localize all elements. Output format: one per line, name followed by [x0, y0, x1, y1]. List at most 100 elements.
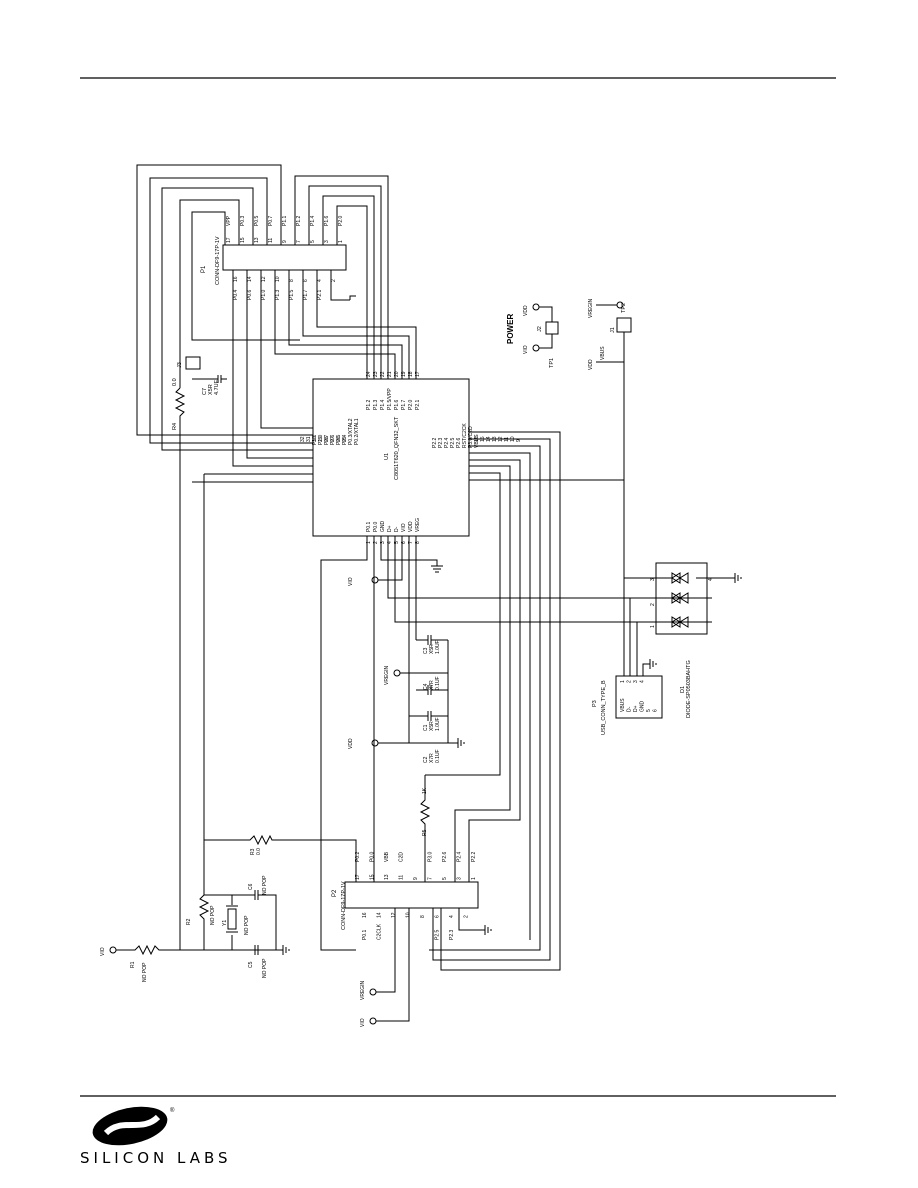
p1-pin-signal: P1.3	[275, 289, 281, 300]
p3-pin-signal: VBUS	[620, 698, 626, 712]
power-section: POWER J2 VDD VIO TP1	[506, 303, 559, 368]
c7-type: X5R	[208, 384, 214, 395]
connector-p1: 17VPP15P0.313P0.511P0.79P1.17P1.25P1.43P…	[201, 215, 347, 300]
c4-ref: C4	[423, 683, 429, 690]
p1-pin-number: 15	[240, 237, 246, 243]
j1-vregin-label: VREGIN	[588, 298, 594, 318]
p2-pin-number: 11	[399, 875, 405, 880]
p1-pin-signal: P2.1	[317, 289, 323, 300]
p1-pin-number: 6	[303, 279, 309, 282]
u1-pin-signal: P2.0	[408, 399, 414, 410]
u1-pin-signal: P0.3/XTAL2	[348, 418, 354, 445]
u1-pin-number: 20	[394, 371, 400, 377]
p1-pin-number: 13	[254, 237, 260, 243]
resistor-r4: R4 0.0	[172, 378, 186, 430]
p2-pin-signal: C2CLK	[377, 923, 383, 940]
p3-pin-number: 1	[620, 680, 626, 683]
p1-pin-number: 17	[226, 237, 232, 243]
p1-pin-number: 16	[233, 276, 239, 282]
p1-pin-signal: P1.6	[324, 215, 330, 226]
u1-pin-number: 3	[380, 541, 386, 544]
d1-ref: D1	[680, 686, 686, 693]
p2-pin-number: 1	[471, 877, 477, 880]
u1-pin-signal: P1.4	[380, 399, 386, 410]
p2-ref: P2	[332, 889, 338, 897]
power-vio-label: VIO	[523, 345, 529, 354]
u1-pin-signal: VIO	[401, 523, 407, 532]
c3-ref: C3	[423, 647, 429, 654]
c7-ref: C7	[202, 388, 208, 395]
u1-pin-signal: D-	[394, 526, 400, 532]
j1-body	[616, 317, 632, 333]
u1-part: C8051T620_QFN32_SKT	[394, 416, 400, 480]
u1-pin-number: 26	[336, 436, 342, 442]
u1-pin-signal: P0.4	[342, 434, 348, 445]
d1-pin-3: 3	[650, 578, 656, 581]
y1-value: NO POP	[244, 915, 250, 935]
u1-pin-signal: P2.3	[438, 437, 444, 448]
c4-value: 0.1UF	[435, 676, 441, 690]
c1-value: 1.0UF	[435, 717, 441, 731]
capacitor-c1: C1 X5R 1.0UF	[409, 711, 448, 731]
p2-pin-number: 12	[391, 912, 397, 918]
p3-ref: P3	[592, 700, 598, 707]
connector-p2: P2 CONN-DF9-17P-1V 17P0.215P0.013VBB11C2…	[332, 851, 492, 940]
r3-ref: R3	[250, 848, 256, 855]
vio-flag-1: VIO	[348, 577, 354, 586]
u1-pin-number: 1	[366, 541, 372, 544]
y1-body	[227, 908, 237, 930]
p1-pin-number: 4	[317, 279, 323, 282]
p2-pin-number: 16	[362, 912, 368, 918]
p2-pin-number: 3	[457, 877, 463, 880]
u1-pin-signal: VREG	[415, 518, 421, 532]
p2-pin-signal: P2.2	[471, 851, 477, 862]
p3-pin-number: 2	[627, 680, 633, 683]
r2-value: NO POP	[210, 905, 216, 925]
c3-value: 1.0UF	[435, 640, 441, 654]
u1-pin-number: 6	[401, 541, 407, 544]
d1-pin-2: 2	[650, 603, 656, 606]
r4-ref: R4	[172, 423, 178, 430]
capacitor-c4: C4 X7R 0.1UF	[416, 640, 449, 743]
p2-pin-signal: P2.4	[457, 851, 463, 862]
silicon-labs-logo: ®	[92, 1106, 175, 1146]
u1-bottom-wires	[320, 536, 712, 951]
u1-pin-number: 22	[380, 371, 386, 377]
power-vdd-label: VDD	[523, 305, 529, 316]
p3-pin-signal: D+	[633, 705, 639, 712]
p2-pin-number: 8	[420, 915, 426, 918]
vdd-terminal	[532, 303, 540, 311]
diode-d1: D1 DIODE-SP0503BAHTG 3 2 1 4	[624, 562, 742, 718]
resistor-r3: R3 0.0	[245, 834, 357, 882]
p2-pin-signal: C2D	[399, 852, 405, 862]
j1-vbus-label: VBUS	[600, 346, 606, 360]
p1-pin-signal: P0.5	[254, 215, 260, 226]
r5-value: 1K	[422, 787, 428, 794]
p2-pin-number: 5	[442, 877, 448, 880]
u1-pin-number: 30	[312, 436, 318, 442]
u1-pin-number: 18	[408, 371, 414, 377]
p2-pin-signal: P0.0	[370, 851, 376, 862]
r4-value: 0.0	[172, 378, 178, 386]
p2-pin-number: 17	[355, 874, 361, 880]
u1-pin-number: 25	[342, 436, 348, 442]
d1-diodes	[656, 572, 707, 628]
c6-ref: C6	[248, 883, 254, 890]
r5-ref: R5	[422, 829, 428, 836]
u1-pin-signal: P3.0/C2D	[468, 426, 474, 448]
u1-pin-signal: P1.6	[394, 399, 400, 410]
p3-body	[615, 675, 663, 719]
capacitor-c2: C2 X7R 0.1UF	[423, 738, 465, 763]
j3-body	[185, 356, 201, 370]
u1-pin-number: 2	[373, 541, 379, 544]
p3-pin-signal: 5	[646, 709, 652, 712]
u1-pin-signal: P1.5/VPP	[387, 388, 393, 410]
crystal-area: R1 NO POP R2 NO POP Y1 NO POP C6 NO POP …	[116, 840, 290, 982]
u1-pin-signal: P0.2/XTAL1	[354, 418, 360, 445]
u1-pin-signal: D+	[387, 525, 393, 532]
